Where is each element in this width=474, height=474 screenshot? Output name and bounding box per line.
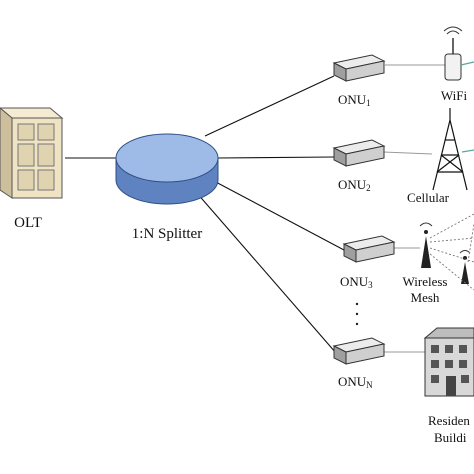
link-onu1: [204, 75, 335, 137]
residential-label-line2: Buildi: [434, 430, 467, 445]
mesh-links: [429, 213, 474, 291]
onu-box-icon: [332, 54, 396, 365]
ellipsis-dots: [355, 302, 359, 326]
server-rack-icon: [0, 107, 64, 199]
cellular-label: Cellular: [407, 190, 450, 205]
onu3-label: ONU3: [340, 274, 373, 290]
onu1-label: ONU1: [338, 92, 371, 108]
mesh-label-line1: Wireless: [403, 274, 448, 289]
wifi-label: WiFi: [441, 88, 468, 103]
fiber-links: [65, 64, 446, 354]
link-onu3: [211, 179, 345, 251]
residential-label-line1: Residen: [428, 413, 470, 428]
cell-tower-icon: [432, 108, 474, 191]
link-onu2-cell: [382, 151, 433, 155]
olt-label: OLT: [14, 215, 42, 231]
onu2-label: ONU2: [338, 177, 371, 193]
building-icon: [423, 327, 474, 397]
onun-label: ONUN: [338, 374, 373, 390]
mesh-label-line2: Mesh: [411, 290, 440, 305]
link-onun: [195, 191, 337, 354]
link-onu2: [217, 156, 335, 159]
splitter-label: 1:N Splitter: [132, 226, 202, 242]
wifi-antenna-icon: [443, 26, 474, 81]
splitter-disk-icon: [115, 133, 219, 205]
